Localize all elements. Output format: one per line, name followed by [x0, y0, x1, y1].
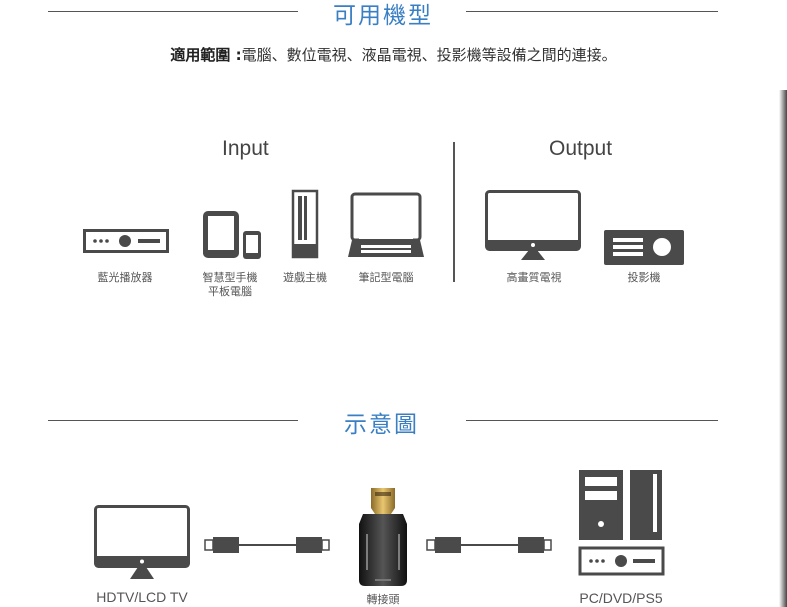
right-edge-shadow: [779, 90, 787, 607]
device-label-blu-ray: 藍光播放器: [97, 271, 153, 284]
output-heading: Output: [549, 137, 613, 160]
diagram-label-pc: PC/DVD/PS5: [579, 590, 663, 606]
device-label-hdtv: 高畫質電視: [506, 271, 562, 284]
section2-rule-left: [48, 420, 298, 421]
input-heading: Input: [222, 137, 269, 160]
projector-icon: [604, 230, 684, 265]
laptop-icon: [348, 192, 424, 257]
device-label-game-console: 遊戲主機: [283, 271, 327, 284]
usage-line: 適用範圍 :電腦、數位電視、液晶電視、投影機等設備之間的連接。: [0, 44, 787, 65]
hdmi-cable-right: [426, 537, 552, 553]
tv-icon: [94, 505, 190, 579]
hdtv-icon: [485, 190, 581, 260]
diagram-label-adapter: 轉接頭: [366, 593, 400, 606]
section1-title: 可用機型: [333, 3, 433, 29]
section2-rule-right: [466, 420, 718, 421]
device-label-laptop: 筆記型電腦: [358, 271, 414, 284]
hdmi-adapter-icon: [359, 488, 407, 586]
hdmi-cable-left: [204, 537, 330, 553]
section1-rule-right: [466, 11, 718, 12]
smartphone-tablet-icon: [203, 211, 261, 259]
pc-dvd-icon: [578, 470, 665, 576]
blu-ray-player-icon: [83, 229, 169, 253]
input-output-divider: [453, 142, 455, 282]
game-console-icon: [291, 189, 319, 259]
diagram-label-tv: HDTV/LCD TV: [96, 589, 188, 605]
usage-text: 電腦、數位電視、液晶電視、投影機等設備之間的連接。: [241, 46, 617, 64]
usage-label: 適用範圍 :: [170, 46, 242, 64]
section1-rule-left: [48, 11, 298, 12]
device-label-projector: 投影機: [627, 271, 661, 284]
device-label-smartphone-tablet: 智慧型手機 平板電腦: [202, 271, 258, 298]
section2-title: 示意圖: [344, 412, 419, 438]
